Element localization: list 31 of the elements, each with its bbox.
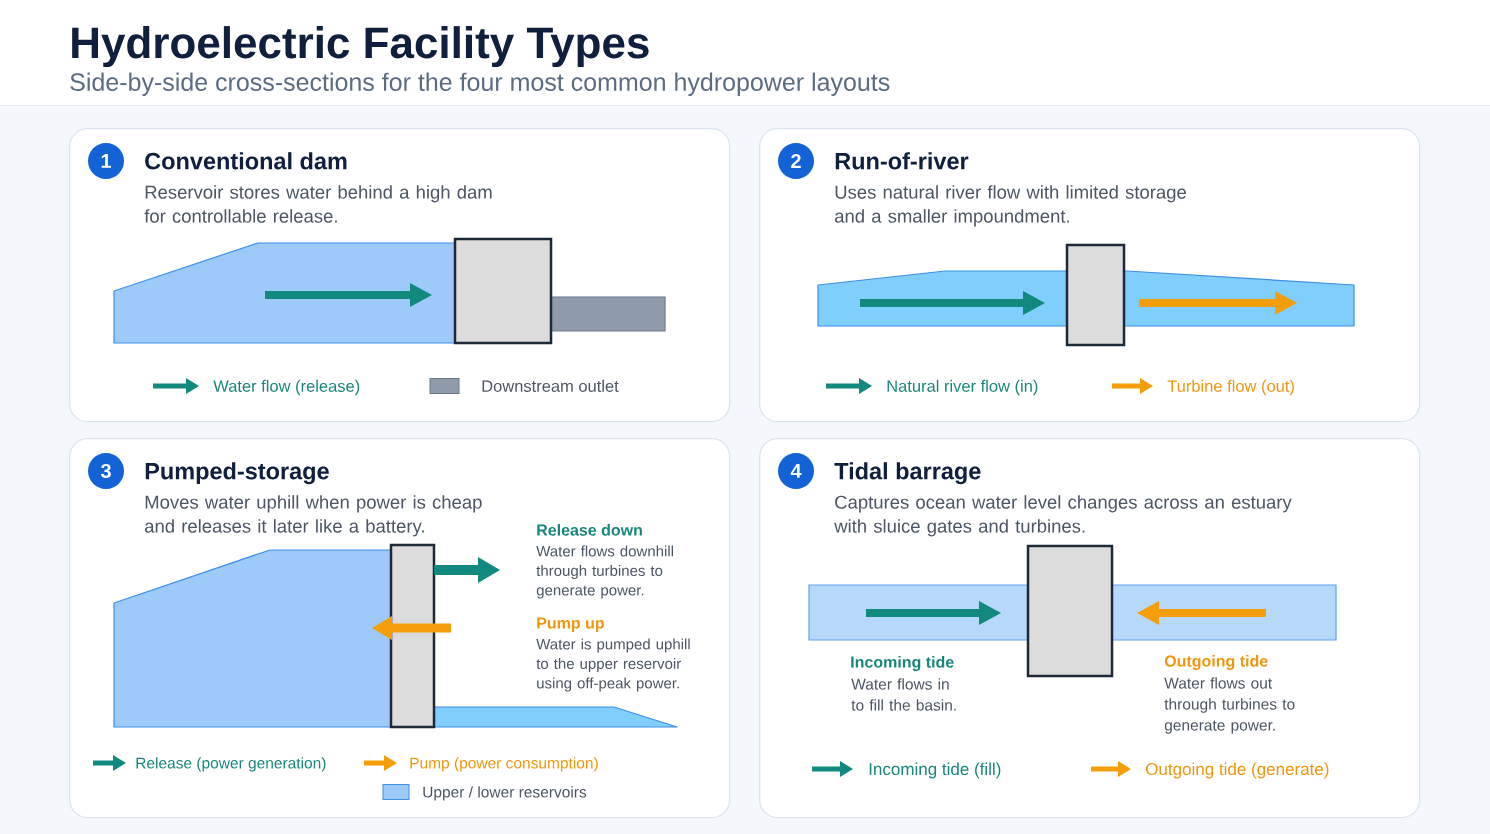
legend-label: Natural river flow (in) — [887, 379, 1038, 396]
panel-heading: Tidal barrage — [834, 462, 981, 485]
annotation-text: Water flows out through turbines to generate power. — [1164, 677, 1295, 734]
annotation-heading: Incoming tide — [851, 656, 954, 671]
subtitle: Side-by-side cross-sections for the four most common hydropower layouts — [70, 72, 890, 96]
annotation-heading: Pump up — [537, 617, 604, 632]
legend-label: Outgoing tide (generate) — [1146, 762, 1329, 779]
panel-description: Uses natural river flow with limited storage and a smaller impoundment. — [835, 185, 1186, 227]
annotation-text: Water is pumped uphill to the upper reservoir using off-peak power. — [536, 638, 690, 692]
number-badge: 4 — [778, 453, 814, 489]
number-badge: 3 — [88, 453, 124, 489]
number-badge: 2 — [778, 143, 814, 179]
legend-label: Release (power generation) — [136, 757, 326, 772]
legend-label: Turbine flow (out) — [1167, 379, 1294, 396]
panel-description: Reservoir stores water behind a high dam for controllable release. — [144, 185, 492, 223]
panel-heading: Conventional dam — [145, 152, 347, 170]
title: Hydroelectric Facility Types — [72, 26, 649, 68]
annotation-heading: Release down — [537, 524, 642, 536]
panel-heading: Pumped-storage — [145, 462, 329, 485]
number-badge: 1 — [88, 143, 124, 179]
panel-heading: Run-of-river — [835, 152, 969, 170]
panel-description: Captures ocean water level changes across an estuary with sluice gates and turbines. — [834, 495, 1292, 537]
annotation-text: Water flows in to fill the basin. — [851, 678, 956, 711]
legend-label: Incoming tide (fill) — [869, 762, 1001, 779]
annotation-heading: Outgoing tide — [1164, 655, 1268, 670]
legend-label: Upper / lower reservoirs — [423, 786, 587, 801]
annotation-text: Water flows downhill through turbines to generate power. — [536, 545, 673, 599]
legend-label: Downstream outlet — [482, 379, 619, 392]
legend-label: Pump (power consumption) — [410, 757, 598, 772]
panel-description: Moves water uphill when power is cheap and releases it later like a battery. — [145, 495, 482, 537]
legend-label: Water flow (release) — [213, 379, 360, 396]
